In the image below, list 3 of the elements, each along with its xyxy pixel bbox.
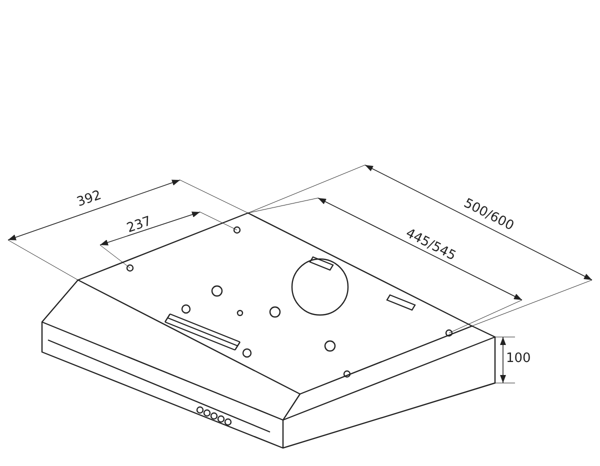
dimension-label: 237 <box>125 214 154 236</box>
dimension-label: 100 <box>506 351 531 366</box>
dimension-label: 392 <box>75 188 104 210</box>
